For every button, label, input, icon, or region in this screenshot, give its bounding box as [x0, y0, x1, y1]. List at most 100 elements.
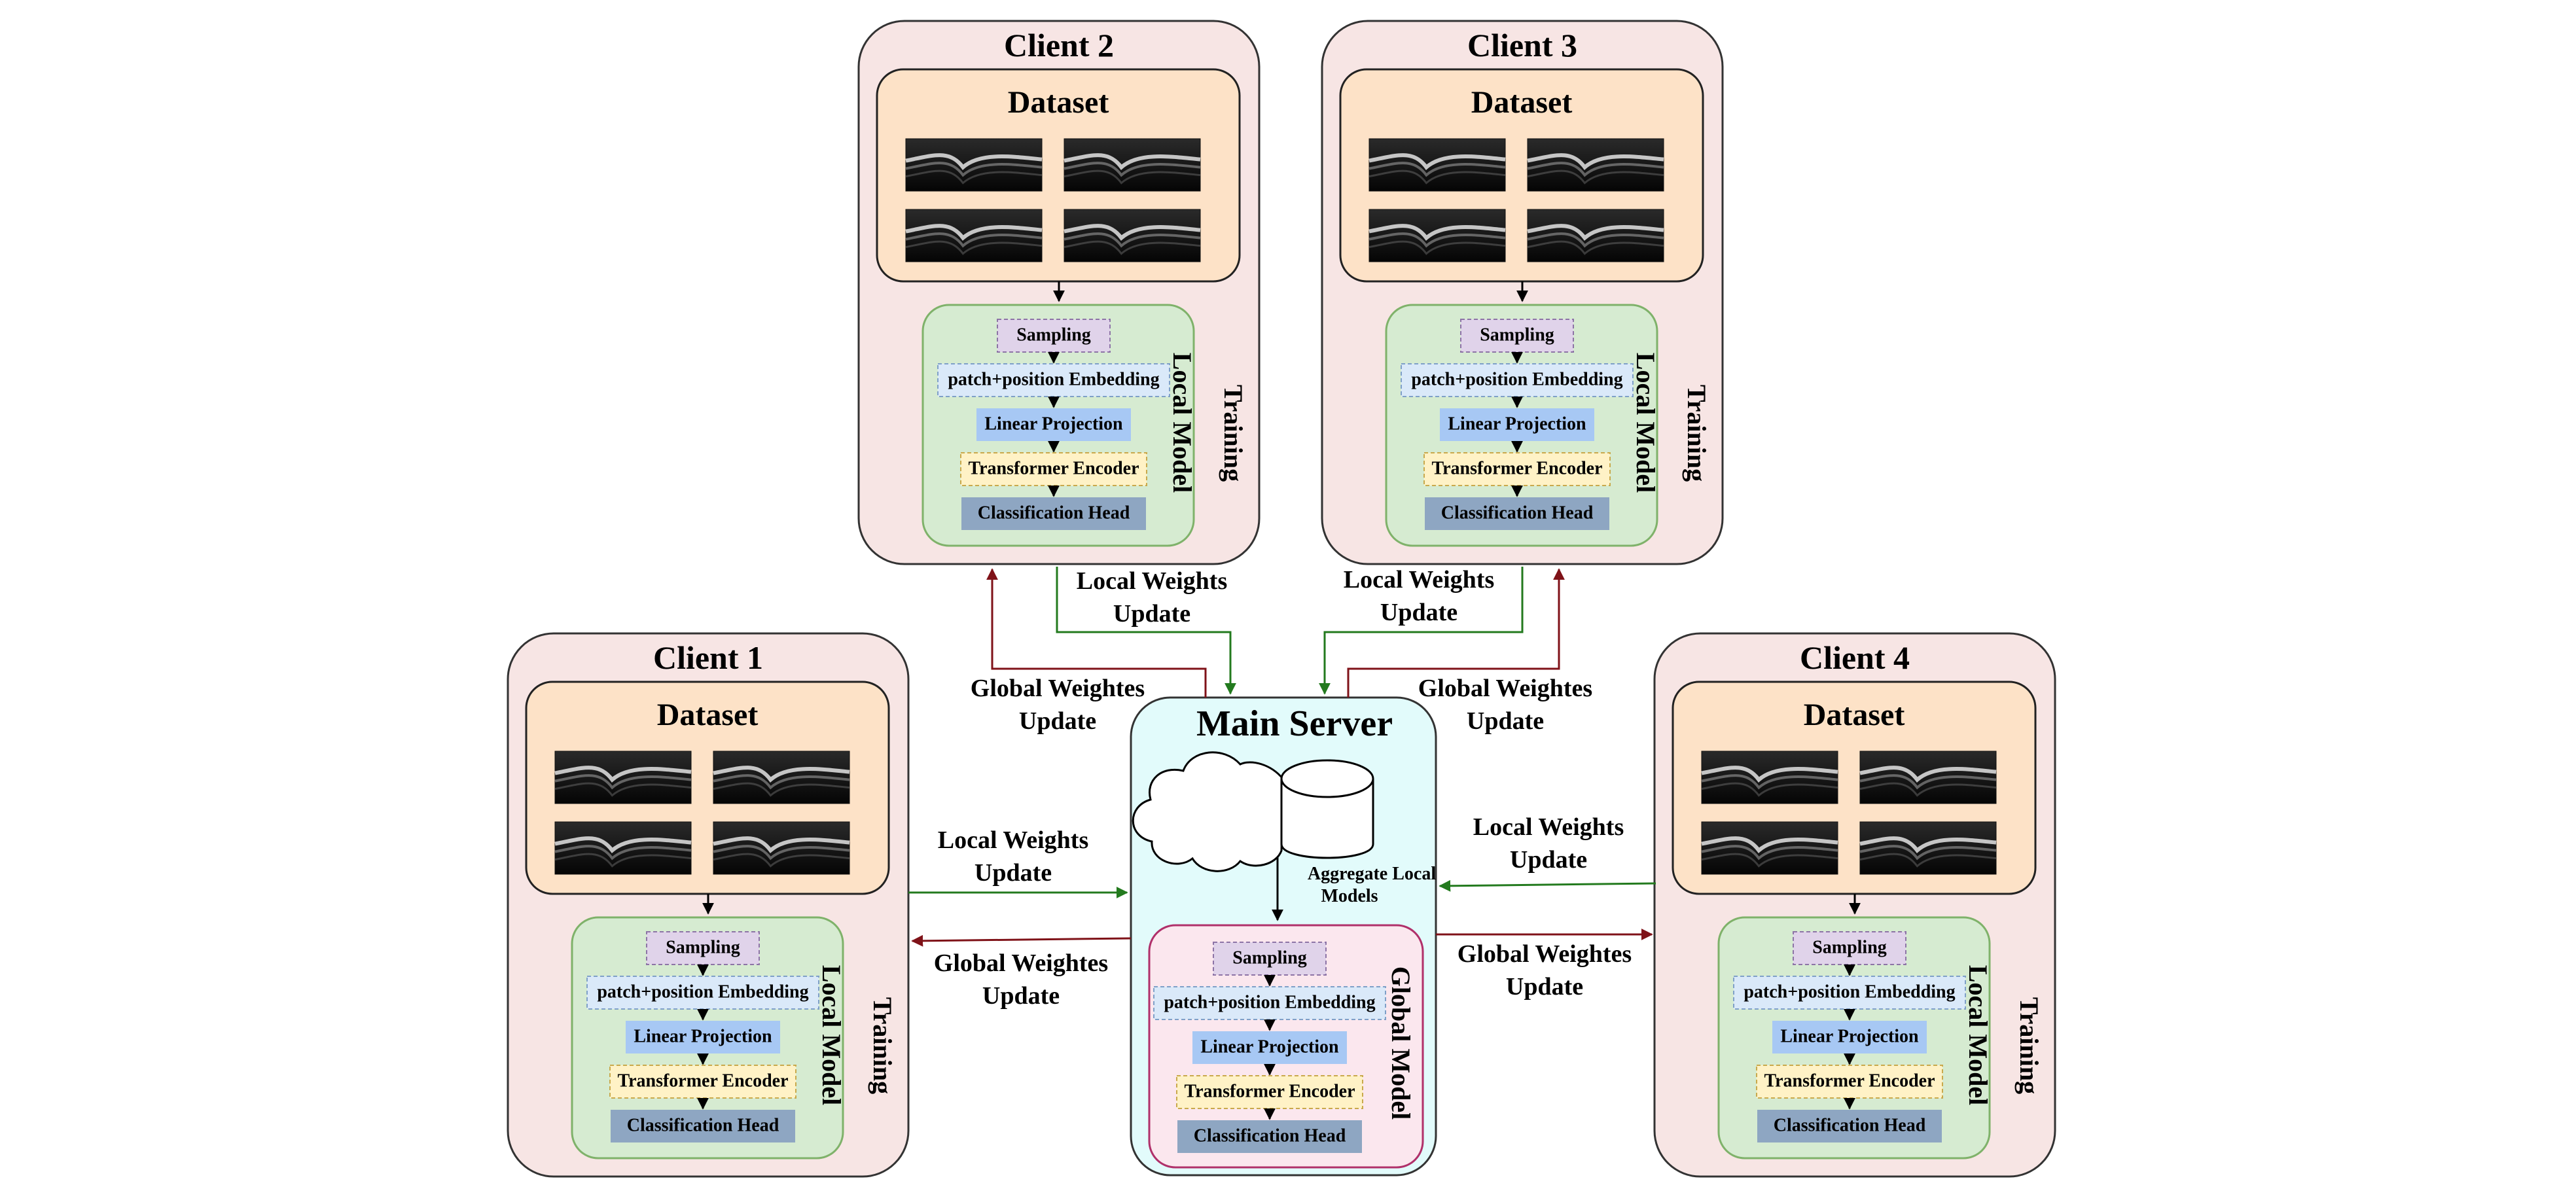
global-model-step-box-1: [1213, 942, 1327, 976]
client3-global-label-line2: Update: [1467, 707, 1544, 735]
client2-step-label-3: Linear Projection: [984, 414, 1123, 434]
client1-local-model-label: Local Model: [817, 965, 846, 1105]
client4-oct-image-3: [1701, 821, 1838, 875]
client3-step-label-5: Classification Head: [1441, 503, 1594, 523]
client4-step-box-4: [1756, 1065, 1943, 1099]
client2-step-box-5: [961, 497, 1146, 530]
client2-dataset-title: Dataset: [1008, 85, 1109, 120]
client4-title: Client 4: [1800, 639, 1910, 676]
client2-oct-image-2: [1064, 138, 1201, 192]
client1-step-box-2: [586, 976, 819, 1010]
client1-step-box-3: [626, 1021, 780, 1054]
client4-local-update-arrow: [1439, 879, 1656, 892]
client1-step-box-5: [611, 1110, 795, 1142]
global-model-step-label-5: Classification Head: [1194, 1125, 1346, 1146]
client4-oct-image-1: [1701, 751, 1838, 804]
client4-step-box-5: [1757, 1110, 1942, 1142]
client4-step-label-5: Classification Head: [1774, 1115, 1926, 1135]
client2-local-label-line2: Update: [1113, 600, 1190, 628]
client3-dataset-title: Dataset: [1471, 85, 1573, 120]
client2-training-label: Training: [1219, 385, 1248, 482]
client2-global-label-line2: Update: [1019, 707, 1096, 735]
client4-global-label-line1: Global Weightes: [1458, 940, 1632, 968]
client4-step-label-2: patch+position Embedding: [1744, 982, 1955, 1002]
client4-training-label: Training: [2014, 997, 2044, 1094]
global-model-step-box-4: [1176, 1075, 1363, 1109]
client3-oct-image-4: [1527, 209, 1664, 262]
client3-step-box-1: [1460, 319, 1574, 353]
client4-oct-image-2: [1859, 751, 1997, 804]
client1-dataset-title: Dataset: [657, 698, 759, 732]
client1-global-label-line1: Global Weightes: [934, 949, 1108, 977]
aggregate-label-line2: Models: [1321, 886, 1378, 906]
client2-title: Client 2: [1004, 27, 1114, 63]
client1-oct-image-2: [713, 751, 850, 804]
global-model-step-box-5: [1177, 1120, 1362, 1153]
global-model-step-label-1: Sampling: [1232, 947, 1307, 968]
client4-step-label-1: Sampling: [1812, 937, 1887, 957]
client1-step-label-2: patch+position Embedding: [597, 982, 808, 1002]
client1-step-label-5: Classification Head: [627, 1115, 779, 1135]
client2-oct-image-3: [905, 209, 1043, 262]
client2-step-box-3: [976, 408, 1131, 441]
client1-local-label-line2: Update: [975, 859, 1052, 887]
global-model-step-box-2: [1153, 986, 1386, 1020]
client4-local-label-line1: Local Weights: [1473, 813, 1624, 841]
client3-local-model-label: Local Model: [1631, 353, 1660, 493]
client4-global-label-line2: Update: [1506, 973, 1583, 1000]
client1-oct-image-4: [713, 821, 850, 875]
client3-local-label-line1: Local Weights: [1344, 566, 1495, 593]
client1-step-label-4: Transformer Encoder: [617, 1071, 788, 1091]
global-model-step-box-3: [1192, 1031, 1347, 1064]
main-server: Main Server Aggregate Local Models Globa…: [1130, 696, 1437, 1177]
global-model-step-label-3: Linear Projection: [1200, 1036, 1339, 1057]
client2-global-label-line1: Global Weightes: [971, 675, 1145, 702]
client2-step-box-1: [997, 319, 1111, 353]
client4-local-model-label: Local Model: [1963, 965, 1993, 1105]
client2-local-model-label: Local Model: [1168, 353, 1197, 493]
client1-local-label-line1: Local Weights: [938, 826, 1089, 854]
client3-step-label-4: Transformer Encoder: [1431, 458, 1602, 478]
main-server-title: Main Server: [1196, 703, 1393, 744]
edge-labels: Local Weights Update Local Weights Updat…: [934, 566, 1632, 1010]
client2-step-label-5: Classification Head: [978, 503, 1130, 523]
client1-step-box-1: [646, 931, 760, 965]
global-model-step-label-2: patch+position Embedding: [1164, 992, 1375, 1012]
client2-step-label-2: patch+position Embedding: [948, 369, 1159, 389]
client1-training-label: Training: [868, 997, 897, 1094]
database-icon: [1280, 759, 1374, 859]
client3-oct-image-3: [1368, 209, 1506, 262]
client2-global-update-arrow: [986, 568, 1207, 698]
client4-step-box-3: [1772, 1021, 1927, 1054]
client3-step-box-3: [1440, 408, 1594, 441]
client4-oct-image-4: [1859, 821, 1997, 875]
client4-step-box-1: [1793, 931, 1906, 965]
client1-step-label-1: Sampling: [666, 937, 740, 957]
client1-title: Client 1: [653, 639, 763, 676]
client1-oct-image-1: [554, 751, 692, 804]
client3-local-label-line2: Update: [1380, 599, 1458, 626]
client3-oct-image-1: [1368, 138, 1506, 192]
client3-step-box-5: [1425, 497, 1609, 530]
client3-global-label-line1: Global Weightes: [1418, 675, 1592, 702]
client4-local-label-line2: Update: [1510, 846, 1587, 874]
client3-step-label-3: Linear Projection: [1448, 414, 1586, 434]
client4-dataset-title: Dataset: [1804, 698, 1905, 732]
client1-step-label-3: Linear Projection: [634, 1026, 772, 1046]
aggregate-label-line1: Aggregate Local: [1308, 864, 1436, 884]
client2-oct-image-1: [905, 138, 1043, 192]
client2-step-label-1: Sampling: [1016, 325, 1091, 345]
client2-step-label-4: Transformer Encoder: [968, 458, 1139, 478]
client2-local-label-line1: Local Weights: [1077, 567, 1228, 595]
client4-step-label-3: Linear Projection: [1780, 1026, 1919, 1046]
client3-training-label: Training: [1682, 385, 1711, 482]
client3-oct-image-2: [1527, 138, 1664, 192]
client3-global-update-arrow: [1347, 568, 1565, 698]
client2-local-update-arrow: [1056, 567, 1236, 695]
client3-step-label-2: patch+position Embedding: [1411, 369, 1622, 389]
